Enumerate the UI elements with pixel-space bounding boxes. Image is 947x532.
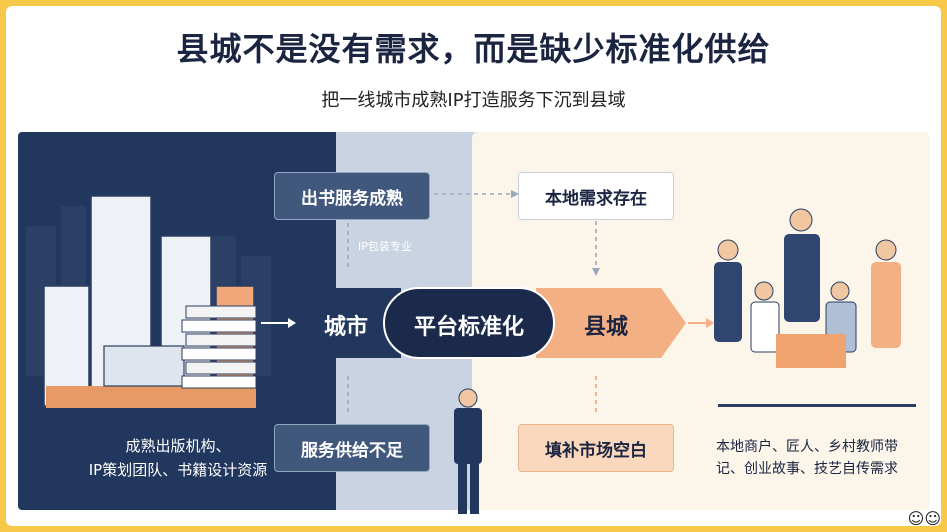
dashed-connectors <box>347 193 597 416</box>
county-caption-line-1: 本地商户、匠人、乡村教师带 <box>716 439 898 455</box>
ip-packaging-label: IP包装专业 <box>358 240 412 253</box>
book-stack-illustration <box>181 305 257 389</box>
county-label: 县城 <box>583 315 628 340</box>
city-caption-line-1: 成熟出版机构、 <box>125 437 231 455</box>
illustration-layer <box>26 190 916 514</box>
arrowhead-down <box>592 268 600 276</box>
mature-publishing-box: 出书服务成熟 <box>274 172 430 220</box>
platform-standardization-label: 平台标准化 <box>413 315 524 340</box>
city-caption-line-2: IP策划团队、书籍设计资源 <box>88 461 268 479</box>
page-title: 县城不是没有需求，而是缺少标准化供给 <box>176 30 771 68</box>
local-demand-box: 本地需求存在 <box>518 172 674 220</box>
arrowhead-right <box>511 190 519 198</box>
people-group-illustration <box>714 208 916 407</box>
fill-market-gap-box: 填补市场空白 <box>518 424 674 472</box>
city-label: 城市 <box>323 315 368 340</box>
city-resources-caption: 成熟出版机构、 IP策划团队、书籍设计资源 <box>28 434 328 482</box>
county-demand-caption: 本地商户、匠人、乡村教师带 记、创业故事、技艺自传需求 <box>682 436 932 480</box>
insufficient-supply-box: 服务供给不足 <box>274 424 430 472</box>
city-arrow-shape <box>276 288 401 358</box>
county-arrow-shape <box>536 288 686 358</box>
smiley-logo-icon: ☺☺ <box>907 509 941 528</box>
left-arrowhead <box>288 318 296 328</box>
businessman-illustration <box>454 388 482 514</box>
county-caption-line-2: 记、创业故事、技艺自传需求 <box>716 461 898 477</box>
right-arrowhead <box>706 318 714 328</box>
platform-pill <box>383 287 555 359</box>
page-subtitle: 把一线城市成熟IP打造服务下沉到县域 <box>321 90 626 111</box>
infographic-frame: 县城不是没有需求，而是缺少标准化供给 把一线城市成熟IP打造服务下沉到县域 <box>6 6 941 526</box>
